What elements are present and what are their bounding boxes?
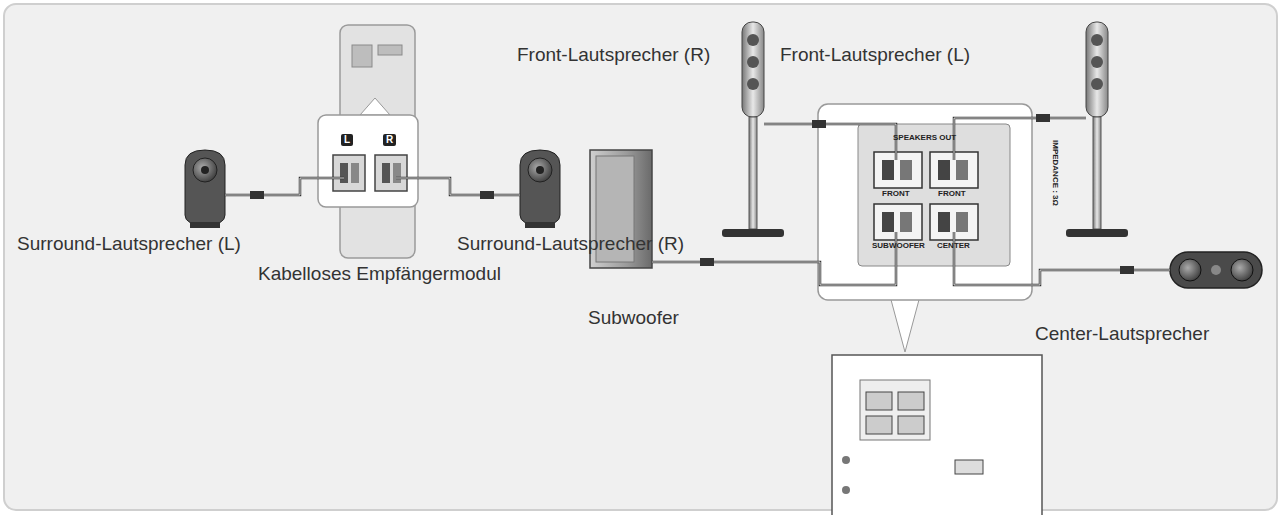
wire-plug [250,114,1134,274]
receiver-module [318,25,418,258]
speaker-wire [652,118,1170,285]
speaker-wire [225,178,520,195]
module-label: Kabelloses Empfängermodul [258,263,501,285]
surround-speaker [185,150,560,228]
device-back-panel [832,355,1042,515]
terminal-label: FRONT [938,189,966,198]
impedance-label: IMPEDANCE : 3Ω [1051,140,1060,206]
speaker-label: Surround-Lautsprecher (R) [457,233,684,255]
speaker-label: Subwoofer [588,307,679,329]
speaker-label: Front-Lautsprecher (L) [780,44,970,66]
speaker-label: Surround-Lautsprecher (L) [17,233,241,255]
terminal-label: SUBWOOFER [872,241,925,250]
speaker-label: Center-Lautsprecher [1035,323,1209,345]
terminal-label: CENTER [937,241,970,250]
channel-tag: L [341,134,353,146]
panel-heading: SPEAKERS OUT [893,133,956,142]
center-speaker [1170,252,1262,288]
channel-tag: R [383,134,396,146]
terminal-label: FRONT [882,189,910,198]
terminal-callout [818,104,1032,352]
speaker-label: Front-Lautsprecher (R) [517,44,710,66]
